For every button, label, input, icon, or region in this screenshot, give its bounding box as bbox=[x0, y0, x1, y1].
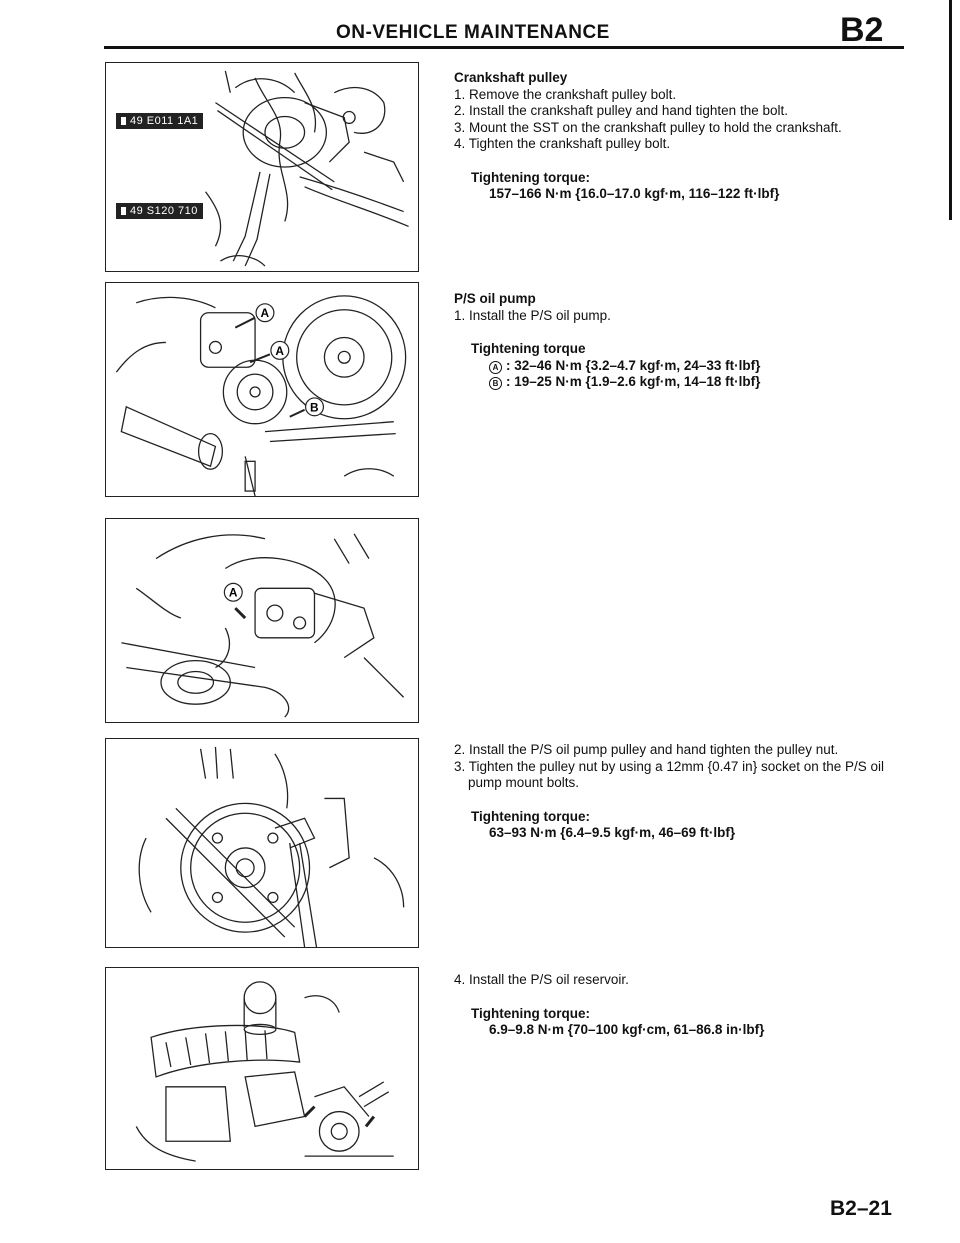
marker-b-icon: B bbox=[489, 377, 502, 390]
torque-pulley: Tightening torque: 63–93 N·m {6.4–9.5 kg… bbox=[471, 809, 914, 842]
sst-label-1: 49 E011 1A1 bbox=[116, 113, 204, 129]
torque-value: 6.9–9.8 N·m {70–100 kgf·cm, 61–86.8 in·l… bbox=[489, 1022, 765, 1037]
ps-oil-pump-illustration: A A B bbox=[115, 295, 407, 496]
marker-a-icon: A bbox=[489, 360, 502, 374]
step: 1. Remove the crankshaft pulley bolt. bbox=[454, 86, 677, 102]
marker-a-1: A bbox=[261, 306, 270, 320]
marker-a-2: A bbox=[275, 344, 284, 358]
torque-label: Tightening torque: bbox=[471, 1005, 590, 1021]
page-number: B2–21 bbox=[830, 1197, 892, 1220]
torque-crankshaft: Tightening torque: 157–166 N·m {16.0–17.… bbox=[471, 170, 914, 203]
steps-ps-pump: 1. Install the P/S oil pump. bbox=[454, 308, 914, 325]
crankshaft-pulley-illustration bbox=[205, 70, 409, 267]
torque-label: Tightening torque: bbox=[471, 169, 590, 185]
figure-crankshaft-pulley: 49 E011 1A1 49 S120 710 bbox=[105, 62, 419, 272]
section-reservoir: 4. Install the P/S oil reservoir. Tighte… bbox=[454, 972, 914, 1039]
step: 2. Install the P/S oil pump pulley and h… bbox=[454, 742, 839, 757]
torque-a-text: : 32–46 N·m {3.2–4.7 kgf·m, 24–33 ft·lbf… bbox=[506, 357, 761, 373]
torque-value: 157–166 N·m {16.0–17.0 kgf·m, 116–122 ft… bbox=[489, 186, 780, 201]
torque-label: Tightening torque: bbox=[471, 808, 590, 824]
torque-value-b: B : 19–25 N·m {1.9–2.6 kgf·m, 14–18 ft·lb… bbox=[489, 374, 914, 391]
marker-b: B bbox=[310, 400, 319, 414]
steps-reservoir: 4. Install the P/S oil reservoir. bbox=[454, 972, 914, 989]
step: 3. Tighten the pulley nut by using a 12m… bbox=[454, 758, 885, 791]
step: 1. Install the P/S oil pump. bbox=[454, 307, 611, 323]
sst-label-2: 49 S120 710 bbox=[116, 203, 203, 219]
step: 3. Mount the SST on the crankshaft pulle… bbox=[454, 119, 842, 135]
torque-b-text: : 19–25 N·m {1.9–2.6 kgf·m, 14–18 ft·lbf… bbox=[506, 374, 761, 389]
pulley-nut-illustration bbox=[138, 746, 405, 947]
figure-pump-mount: A bbox=[105, 518, 419, 723]
page-header-title: ON-VEHICLE MAINTENANCE bbox=[336, 22, 610, 43]
section-pulley: 2. Install the P/S oil pump pulley and h… bbox=[454, 742, 914, 842]
section-heading-ps-pump: P/S oil pump bbox=[454, 291, 536, 306]
side-rule bbox=[949, 0, 952, 220]
steps-pulley: 2. Install the P/S oil pump pulley and h… bbox=[454, 742, 914, 792]
figure-ps-reservoir bbox=[105, 967, 419, 1170]
section-crankshaft-pulley: Crankshaft pulley 1. Remove the cranksha… bbox=[454, 70, 914, 203]
section-heading-crankshaft: Crankshaft pulley bbox=[454, 70, 568, 85]
steps-crankshaft: 1. Remove the crankshaft pulley bolt. 2.… bbox=[454, 87, 914, 153]
torque-label: Tightening torque bbox=[471, 341, 586, 356]
figure-ps-oil-pump: A A B bbox=[105, 282, 419, 497]
section-code: B2 bbox=[840, 11, 884, 49]
marker-a-fig3: A bbox=[229, 586, 238, 600]
ps-reservoir-illustration bbox=[135, 981, 394, 1162]
header-rule bbox=[104, 46, 904, 49]
torque-reservoir: Tightening torque: 6.9–9.8 N·m {70–100 k… bbox=[471, 1006, 914, 1039]
step: 4. Install the P/S oil reservoir. bbox=[454, 972, 629, 987]
step: 4. Tighten the crankshaft pulley bolt. bbox=[454, 136, 671, 151]
torque-value-a: A : 32–46 N·m {3.2–4.7 kgf·m, 24–33 ft·lb… bbox=[489, 358, 914, 375]
figure-pulley-nut bbox=[105, 738, 419, 948]
section-ps-oil-pump: P/S oil pump 1. Install the P/S oil pump… bbox=[454, 291, 914, 391]
torque-value: 63–93 N·m {6.4–9.5 kgf·m, 46–69 ft·lbf} bbox=[489, 825, 736, 840]
torque-ps-pump: Tightening torque A : 32–46 N·m {3.2–4.7 … bbox=[471, 341, 914, 391]
step: 2. Install the crankshaft pulley and han… bbox=[454, 103, 788, 118]
pump-mount-illustration: A bbox=[121, 533, 405, 718]
